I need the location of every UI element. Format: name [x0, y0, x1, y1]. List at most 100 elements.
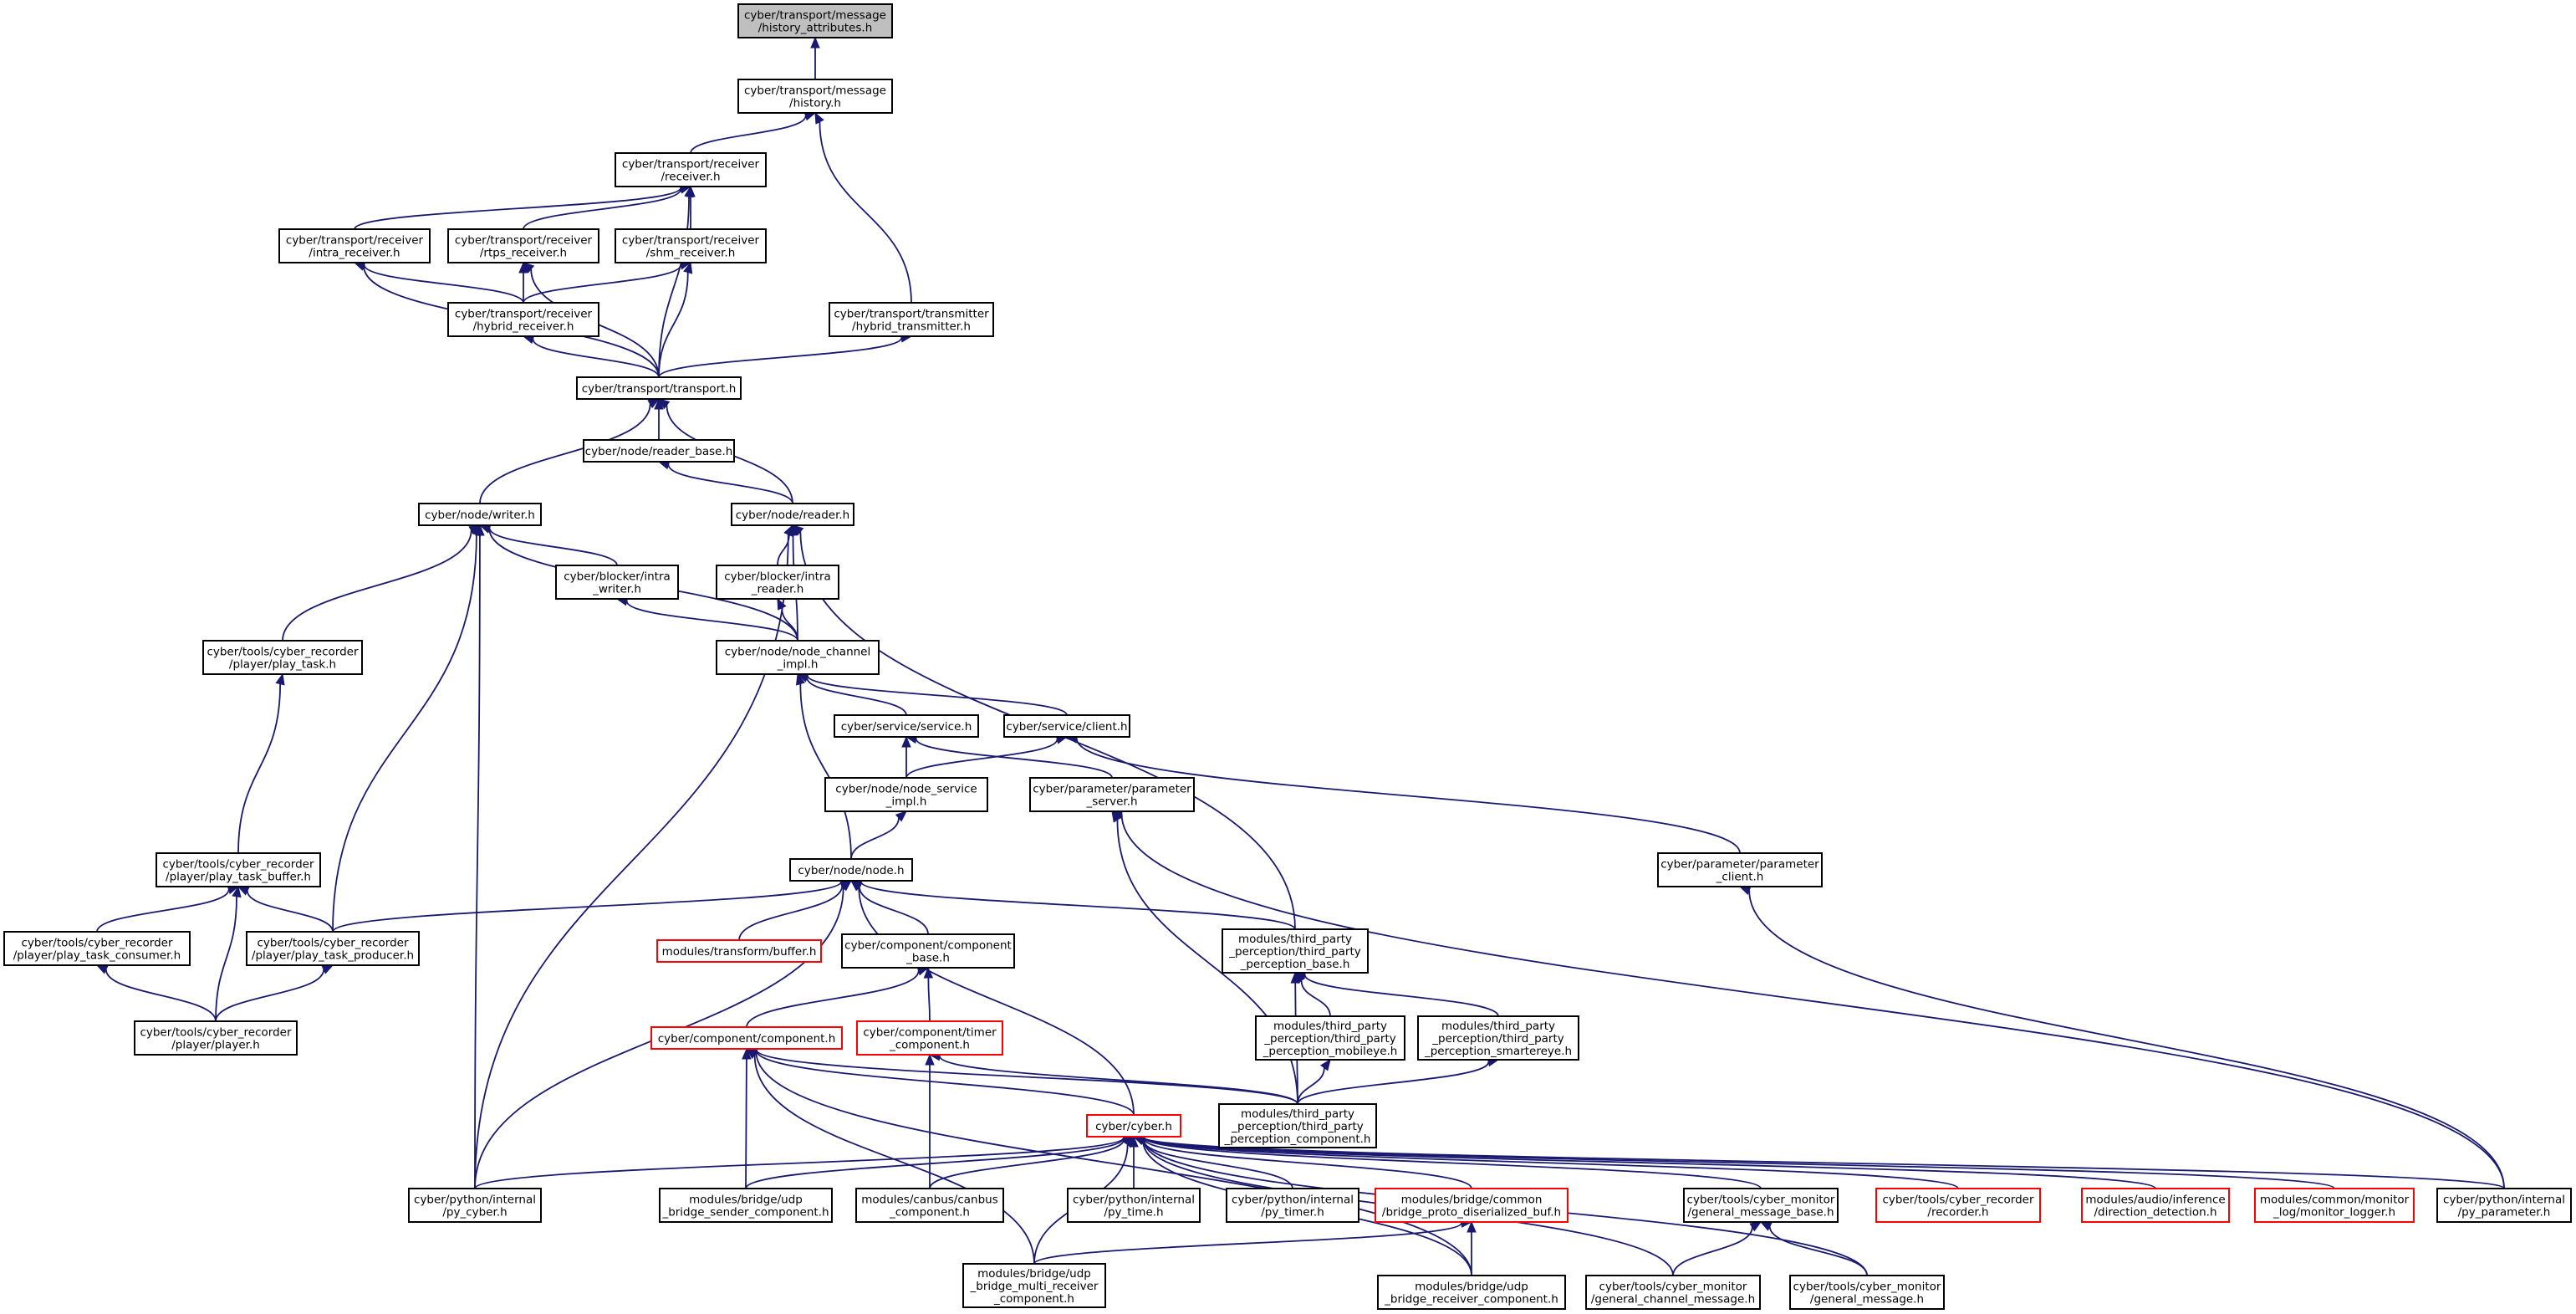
- node-label: cyber/transport/receiver: [622, 158, 760, 171]
- file-node-tp-component[interactable]: modules/third_party_perception/third_par…: [1218, 1103, 1377, 1148]
- arrowhead: [925, 1053, 935, 1066]
- node-label: cyber/parameter/parameter: [1033, 783, 1191, 796]
- file-node-intra-reader[interactable]: cyber/blocker/intra_reader.h: [716, 565, 839, 600]
- file-node-udp-receiver[interactable]: modules/bridge/udp_bridge_receiver_compo…: [1377, 1275, 1566, 1310]
- file-node-cyber[interactable]: cyber/cyber.h: [1086, 1114, 1181, 1138]
- file-node-service[interactable]: cyber/service/service.h: [834, 714, 979, 738]
- node-label: /py_timer.h: [1261, 1206, 1324, 1219]
- node-label: /hybrid_receiver.h: [473, 320, 574, 334]
- arrowhead: [783, 524, 793, 537]
- node-label: _perception/third_party: [1228, 945, 1361, 959]
- file-node-py-cyber[interactable]: cyber/python/internal/py_cyber.h: [408, 1188, 542, 1223]
- node-box: [1585, 1275, 1761, 1310]
- node-label: _reader.h: [751, 583, 804, 596]
- file-node-rtps-receiver[interactable]: cyber/transport/receiver/rtps_receiver.h: [447, 228, 599, 263]
- edge-node_channel_impl-to-intra_writer: [615, 596, 798, 642]
- file-node-third-party-perception-base[interactable]: modules/third_party_perception/third_par…: [1222, 928, 1369, 974]
- node-label: cyber/python/internal: [1073, 1194, 1195, 1207]
- file-node-timer-component[interactable]: cyber/component/timer_component.h: [856, 1020, 1003, 1056]
- node-label: _component.h: [889, 1206, 970, 1219]
- file-node-history[interactable]: cyber/transport/message/history.h: [737, 79, 893, 114]
- node-label: modules/third_party: [1273, 1020, 1387, 1033]
- node-label: /player/play_task_buffer.h: [166, 871, 311, 884]
- node-box: [856, 1020, 1003, 1056]
- edge-py_cyber-to-cyber: [474, 1132, 1135, 1189]
- file-node-node-channel-impl[interactable]: cyber/node/node_channel_impl.h: [716, 640, 880, 675]
- file-node-intra-receiver[interactable]: cyber/transport/receiver/intra_receiver.…: [278, 228, 431, 263]
- edge-third_party_perception_base-to-node: [849, 877, 1296, 930]
- node-box: [615, 152, 767, 187]
- file-node-udp-multi-receiver[interactable]: modules/bridge/udp_bridge_multi_receiver…: [962, 1263, 1106, 1308]
- node-box: [1255, 1015, 1405, 1061]
- file-node-hybrid-transmitter[interactable]: cyber/transport/transmitter/hybrid_trans…: [829, 302, 994, 337]
- node-label: /py_parameter.h: [2458, 1206, 2551, 1219]
- arrowhead: [657, 398, 671, 410]
- node-label: _impl.h: [777, 658, 819, 672]
- node-label: cyber/component/component: [844, 939, 1012, 953]
- node-label: _base.h: [905, 952, 950, 965]
- file-node-node-service-impl[interactable]: cyber/node/node_service_impl.h: [824, 777, 988, 812]
- file-node-tp-smartereye[interactable]: modules/third_party_perception/third_par…: [1417, 1015, 1579, 1061]
- node-label: cyber/tools/cyber_recorder: [162, 858, 314, 872]
- file-node-client[interactable]: cyber/service/client.h: [1003, 714, 1130, 738]
- node-box: [156, 852, 321, 887]
- file-node-play-task-consumer[interactable]: cyber/tools/cyber_recorder/player/play_t…: [3, 931, 191, 966]
- node-box: [1789, 1275, 1945, 1310]
- file-node-parameter-server[interactable]: cyber/parameter/parameter_server.h: [1029, 777, 1195, 812]
- file-node-transport[interactable]: cyber/transport/transport.h: [576, 376, 742, 400]
- file-node-writer[interactable]: cyber/node/writer.h: [418, 503, 542, 526]
- file-node-monitor-logger[interactable]: modules/common/monitor_log/monitor_logge…: [2254, 1188, 2415, 1223]
- file-node-intra-writer[interactable]: cyber/blocker/intra_writer.h: [555, 565, 679, 600]
- node-label: /shm_receiver.h: [646, 247, 736, 260]
- file-node-player[interactable]: cyber/tools/cyber_recorder/player/player…: [134, 1020, 298, 1056]
- node-label: modules/canbus/canbus: [861, 1194, 998, 1207]
- node-label: cyber/tools/cyber_monitor: [1599, 1281, 1747, 1294]
- edge-tp_mobileye-to-third_party_perception_base: [1294, 971, 1331, 1017]
- node-box: [841, 933, 1015, 969]
- file-node-general-message-base[interactable]: cyber/tools/cyber_monitor/general_messag…: [1683, 1188, 1839, 1223]
- edge-service-to-node_channel_impl: [796, 673, 907, 716]
- file-node-general-channel-message[interactable]: cyber/tools/cyber_monitor/general_channe…: [1585, 1275, 1761, 1310]
- arrowhead: [1319, 1058, 1331, 1071]
- node-box: [134, 1020, 298, 1056]
- file-node-reader[interactable]: cyber/node/reader.h: [731, 503, 854, 526]
- file-node-reader-base[interactable]: cyber/node/reader_base.h: [583, 439, 735, 463]
- file-node-tp-mobileye[interactable]: modules/third_party_perception/third_par…: [1255, 1015, 1405, 1061]
- arrowhead: [684, 185, 694, 198]
- node-label: cyber/parameter/parameter: [1660, 858, 1819, 872]
- arrowhead: [275, 672, 285, 686]
- file-node-node[interactable]: cyber/node/node.h: [789, 858, 913, 882]
- file-node-general-message[interactable]: cyber/tools/cyber_monitor/general_messag…: [1789, 1275, 1945, 1310]
- file-node-recorder[interactable]: cyber/tools/cyber_recorder/recorder.h: [1875, 1188, 2041, 1223]
- file-node-shm-receiver[interactable]: cyber/transport/receiver/shm_receiver.h: [615, 228, 767, 263]
- file-node-play-task-buffer[interactable]: cyber/tools/cyber_recorder/player/play_t…: [156, 852, 321, 887]
- file-node-py-time[interactable]: cyber/python/internal/py_time.h: [1067, 1188, 1201, 1223]
- node-box: [962, 1263, 1106, 1308]
- file-node-parameter-client[interactable]: cyber/parameter/parameter_client.h: [1657, 852, 1823, 887]
- node-label: cyber/tools/cyber_monitor: [1687, 1194, 1835, 1207]
- arrowhead: [814, 111, 824, 125]
- file-node-transform-buffer[interactable]: modules/transform/buffer.h: [656, 939, 822, 963]
- node-label: cyber/node/node_channel: [725, 646, 871, 659]
- file-node-udp-sender[interactable]: modules/bridge/udp_bridge_sender_compone…: [659, 1188, 833, 1223]
- file-node-play-task-producer[interactable]: cyber/tools/cyber_recorder/player/play_t…: [246, 931, 420, 966]
- file-node-canbus-component[interactable]: modules/canbus/canbus_component.h: [855, 1188, 1004, 1223]
- arrowhead: [895, 810, 907, 822]
- file-node-receiver[interactable]: cyber/transport/receiver/receiver.h: [615, 152, 767, 187]
- node-box: [447, 228, 599, 263]
- file-node-direction-detection[interactable]: modules/audio/inference/direction_detect…: [2081, 1188, 2230, 1223]
- node-label: cyber/component/timer: [863, 1026, 997, 1040]
- file-node-py-timer[interactable]: cyber/python/internal/py_timer.h: [1226, 1188, 1359, 1223]
- file-node-py-parameter[interactable]: cyber/python/internal/py_parameter.h: [2436, 1188, 2572, 1223]
- file-node-component-base[interactable]: cyber/component/component_base.h: [841, 933, 1015, 969]
- file-node-bridge-proto[interactable]: modules/bridge/common/bridge_proto_diser…: [1375, 1188, 1569, 1223]
- file-node-hybrid-receiver[interactable]: cyber/transport/receiver/hybrid_receiver…: [447, 302, 599, 337]
- edge-player-to-play_task_consumer: [95, 964, 217, 1022]
- node-box: [1377, 1275, 1566, 1310]
- node-label: modules/bridge/udp: [689, 1194, 803, 1207]
- edge-parameter_server-to-service: [905, 734, 1113, 779]
- file-node-history-attributes[interactable]: cyber/transport/message/history_attribut…: [737, 3, 893, 38]
- file-node-component[interactable]: cyber/component/component.h: [650, 1026, 843, 1050]
- file-node-play-task[interactable]: cyber/tools/cyber_recorder/player/play_t…: [202, 640, 363, 675]
